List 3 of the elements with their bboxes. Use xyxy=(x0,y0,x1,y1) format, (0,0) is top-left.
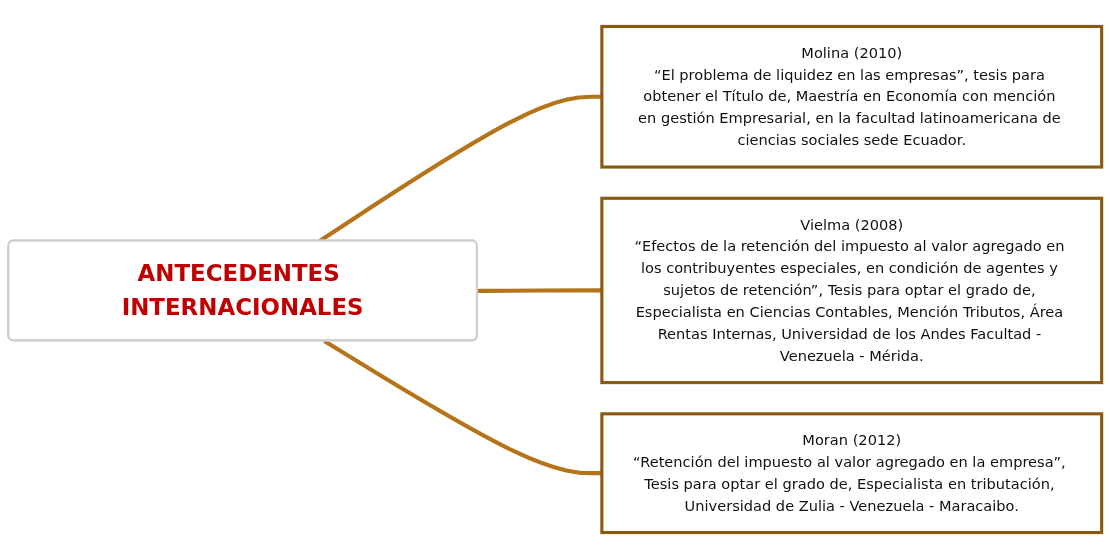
node-box: Vielma (2008) “Efectos de la retención del impuesto al valor agregado en los contribuyentes especiales, en condición de agentes y sujetos de retención”, Tesis para optar el grado de, Especialista en Ciencias Contables, Mención Tributos, Área Rentas Internas, Universidad de los Andes Facultad - Venezuela - Mérida. xyxy=(600,196,1104,385)
node-box: Molina (2010) “El problema de liquidez en las empresas”, tesis para obtener el Título de, Maestría en Economía con mención en gestión Empresarial, en la facultad latinoamericana de ciencias sociales sede Ecuador. xyxy=(600,24,1104,169)
node-box: Moran (2012) “Retención del impuesto al valor agregado en la empresa”, Tesis para optar el grado de, Especialista en tributación, Universidad de Zulia - Venezuela - Maracaibo. xyxy=(600,412,1104,535)
